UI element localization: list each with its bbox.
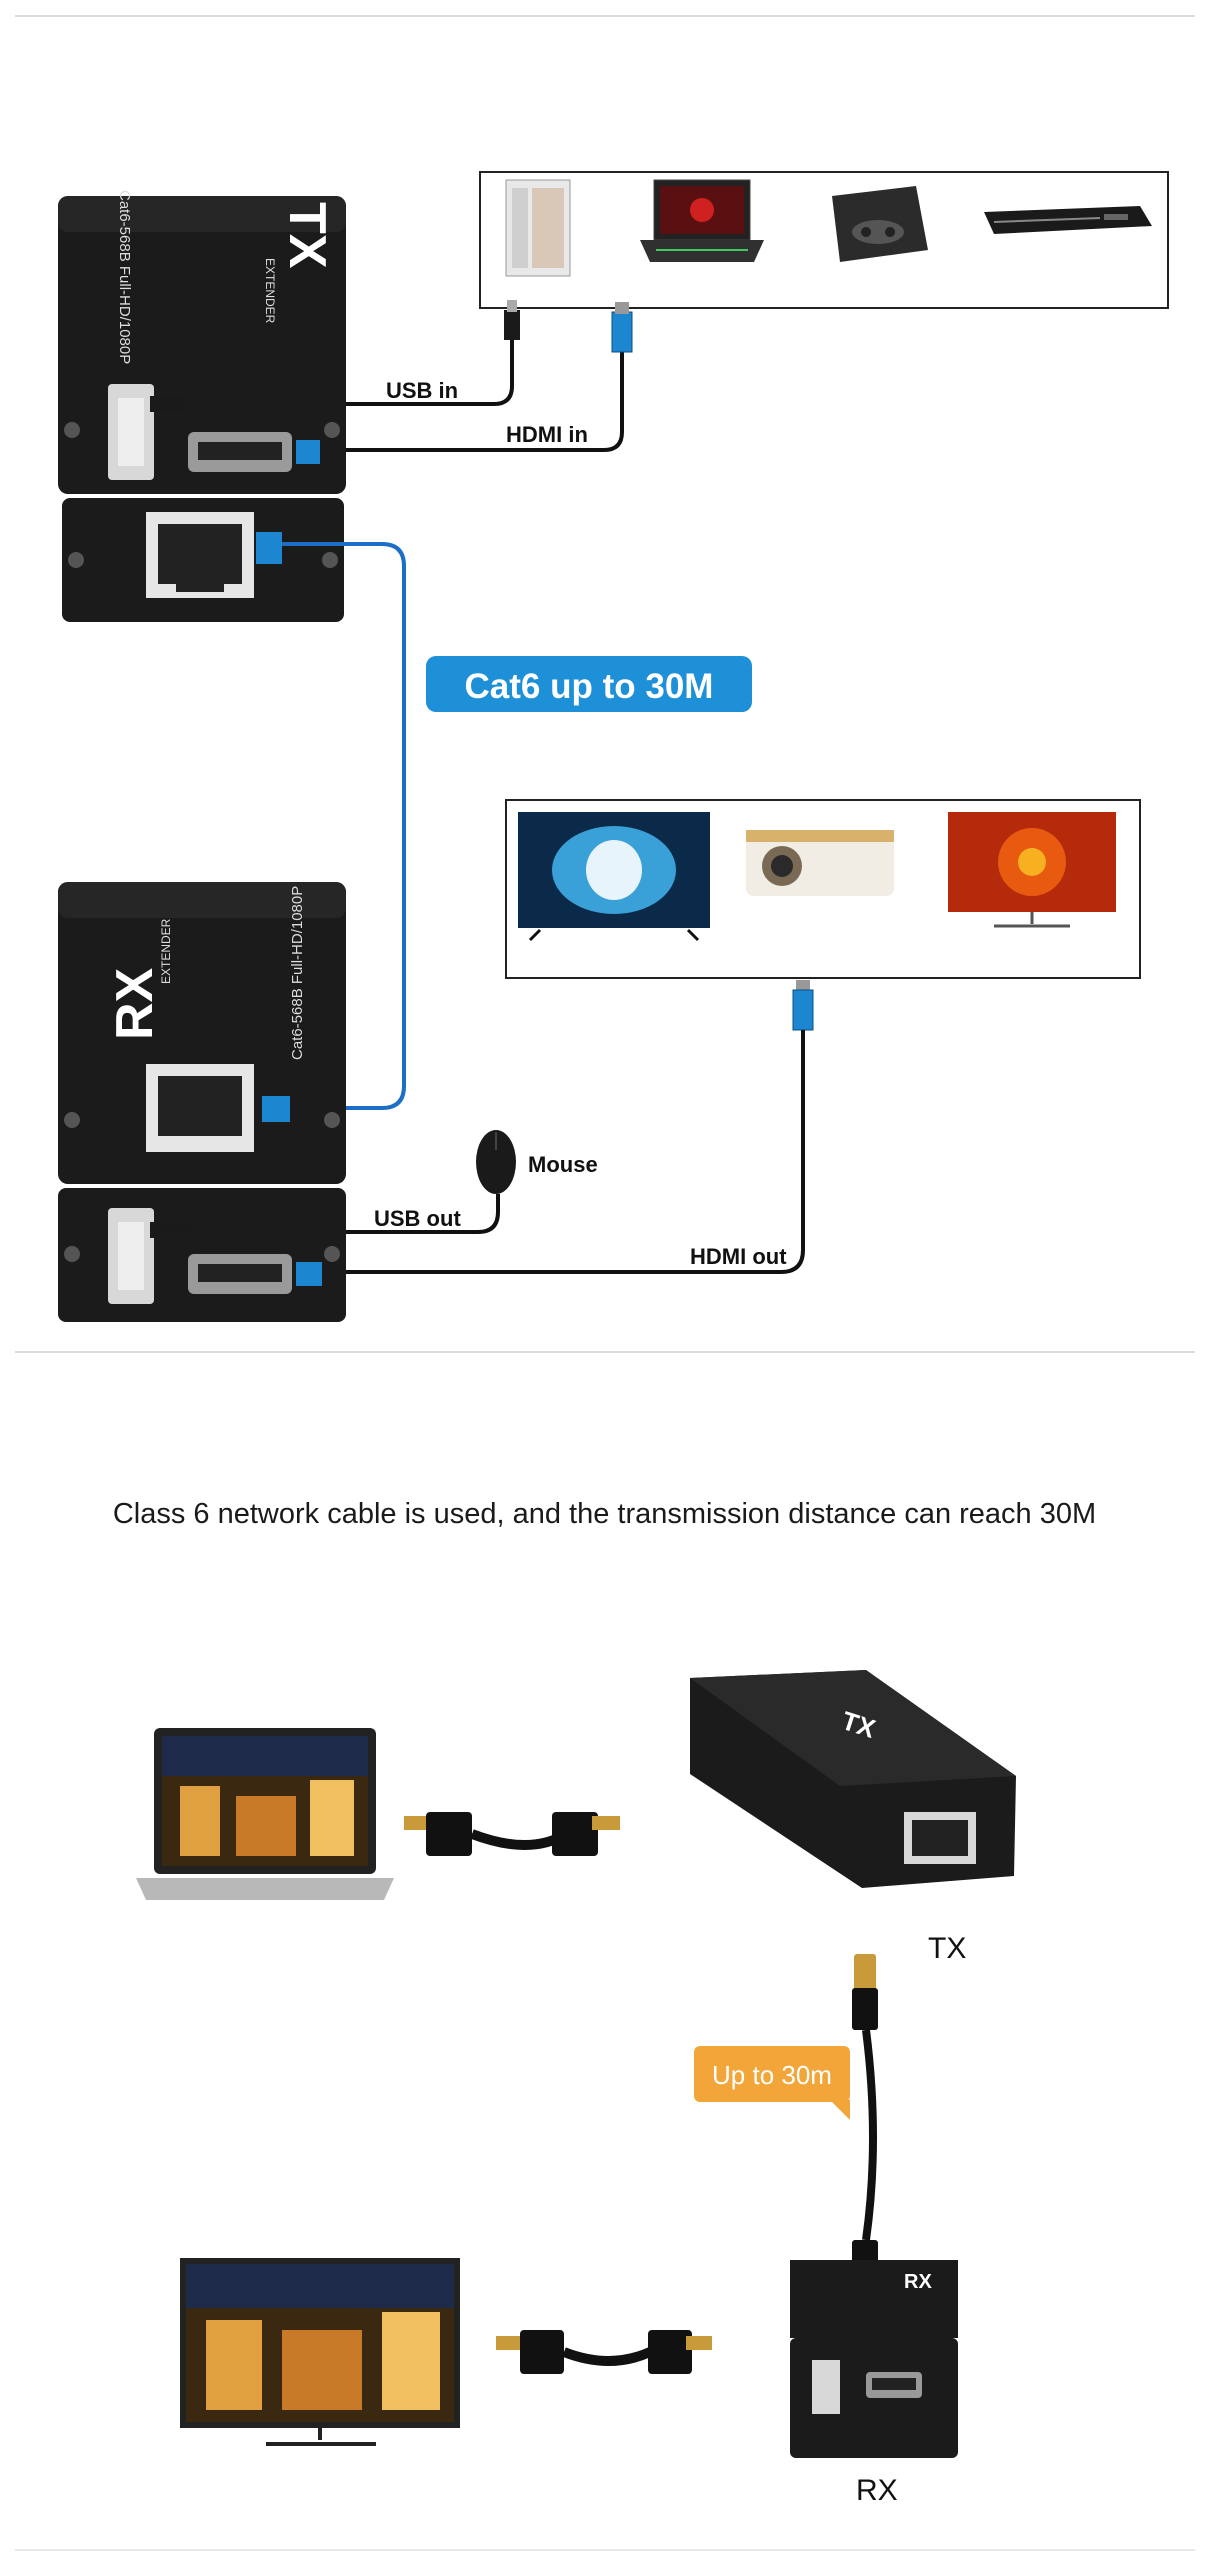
cat6-badge-text: Cat6 up to 30M xyxy=(465,667,714,706)
tx-box-lower xyxy=(62,498,344,622)
hdmi-cable-2-icon xyxy=(496,2330,712,2374)
rx-caption: RX xyxy=(856,2474,898,2507)
connection-diagram-top: TX EXTENDER Cat6-568B Full-HD/1080P Cat6… xyxy=(15,15,1195,1353)
tx-box-angled: TX xyxy=(690,1670,1016,1888)
hdmi-in-label: HDMI in xyxy=(506,422,588,447)
hdmi-out-label: HDMI out xyxy=(690,1244,787,1269)
monitor-icon xyxy=(948,812,1116,928)
hdmi-out-plug-icon xyxy=(792,980,814,1031)
rx-label: RX xyxy=(106,967,164,1040)
tx-box-upper xyxy=(58,196,346,494)
tx-model-label: Cat6-568B Full-HD/1080P xyxy=(116,190,133,364)
usb-in-label: USB in xyxy=(386,378,458,403)
rx-sub-label: EXTENDER xyxy=(159,918,173,984)
hdmi-cable-1-icon xyxy=(404,1812,620,1856)
cat6-badge: Cat6 up to 30M xyxy=(426,656,752,712)
tx-sub-label: EXTENDER xyxy=(263,258,277,324)
rx-box-upper xyxy=(58,882,346,1184)
game-console-icon xyxy=(832,186,928,262)
projector-icon xyxy=(746,830,894,896)
rx-box-lower xyxy=(58,1188,346,1322)
tx-box-label-group: TX EXTENDER Cat6-568B Full-HD/1080P xyxy=(116,190,336,364)
usb-out-cable xyxy=(200,1194,500,1234)
usb-plug-icon xyxy=(504,300,520,340)
rx-model-label: Cat6-568B Full-HD/1080P xyxy=(289,886,306,1060)
source-devices-frame xyxy=(479,171,1169,309)
tx-label: TX xyxy=(278,202,336,269)
laptop-street-icon xyxy=(136,1728,394,1900)
rx-box-label-group: RX EXTENDER Cat6-568B Full-HD/1080P xyxy=(106,886,306,1060)
dvd-player-icon xyxy=(984,206,1152,234)
hdmi-in-cable xyxy=(320,350,624,452)
pc-tower-icon xyxy=(505,179,571,277)
connection-diagram-bottom: TX TX Up to 30m xyxy=(15,1670,1195,2551)
distance-badge-text: Up to 30m xyxy=(712,2060,832,2090)
tx-caption: TX xyxy=(928,1932,966,1965)
tv-street-icon xyxy=(180,2258,460,2446)
hdmi-plug-icon xyxy=(611,302,633,353)
distance-badge: Up to 30m xyxy=(694,2046,850,2120)
ethernet-cable xyxy=(852,1954,878,2312)
rx-angled-label: RX xyxy=(904,2271,932,2293)
laptop-icon xyxy=(640,179,764,262)
usb-in-cable xyxy=(210,340,514,406)
caption-text: Class 6 network cable is used, and the t… xyxy=(112,1498,1097,1530)
hdmi-out-cable xyxy=(320,1030,805,1274)
cat6-cable xyxy=(282,542,406,1110)
usb-out-label: USB out xyxy=(374,1206,461,1231)
tv-icon xyxy=(518,812,710,942)
rx-box-angled: RX xyxy=(790,2260,958,2458)
mouse-icon xyxy=(476,1130,516,1194)
mouse-label: Mouse xyxy=(528,1152,598,1177)
